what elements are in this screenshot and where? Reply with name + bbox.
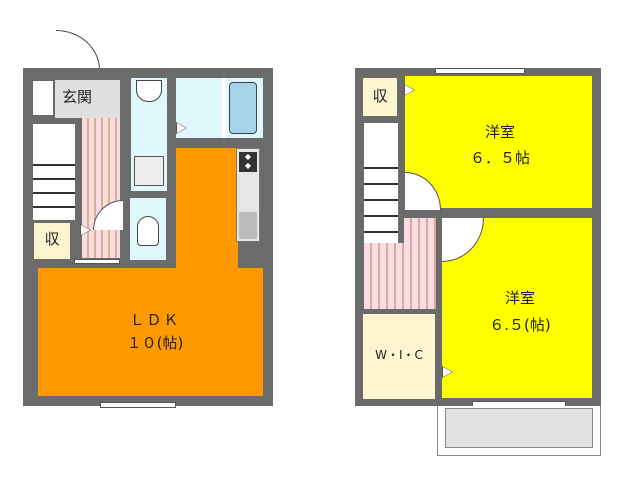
- room-ldk-upper: [176, 148, 238, 270]
- window-upper-room: [435, 68, 525, 74]
- washing-machine-icon: [134, 156, 164, 186]
- bathroom-divider: [222, 78, 226, 138]
- room-upper-size-label: ６．５帖: [469, 149, 530, 167]
- room-upper-label: 洋室: [484, 123, 515, 141]
- hallway-2f-upper: [404, 218, 436, 248]
- door-marker: [80, 224, 91, 236]
- floor-plan-1f: ＬＤＫ １０(帖) ◆◆ 玄関 収: [0, 0, 300, 480]
- storage-1f: [34, 223, 70, 259]
- bathtub-icon: [229, 82, 257, 134]
- entrance-label: 玄関: [61, 88, 92, 106]
- ldk-label: ＬＤＫ: [129, 311, 181, 329]
- storage-1f-label: 収: [44, 230, 60, 248]
- entrance-door: [56, 30, 100, 70]
- hallway-2f: [364, 243, 436, 309]
- stove-icon: ◆◆: [239, 152, 257, 172]
- storage-2f: [363, 78, 397, 116]
- door-marker: [176, 122, 187, 134]
- door-marker: [404, 84, 415, 96]
- wash-basin-icon: [136, 80, 162, 102]
- sink-icon: [239, 212, 257, 239]
- staircase-1f: [33, 124, 75, 220]
- shoe-closet: [32, 80, 54, 116]
- floor-plan-2f: 洋室 ６．５帖 洋室 ６.５(帖) 収 W・I・C: [320, 0, 624, 480]
- hallway: [82, 118, 120, 258]
- wic-label: W・I・C: [375, 348, 423, 362]
- door-marker: [442, 366, 453, 378]
- storage-2f-label: 収: [372, 87, 388, 105]
- staircase-2f: [364, 123, 398, 243]
- balcony-floor: [445, 408, 593, 448]
- room-western-upper: [405, 76, 592, 208]
- window-ldk: [100, 402, 176, 408]
- walk-in-closet: [363, 314, 435, 399]
- ldk-size-label: １０(帖): [126, 334, 184, 352]
- entrance-area: [55, 80, 120, 118]
- toilet-icon: [137, 216, 159, 246]
- window-hall: [74, 259, 120, 264]
- room-ldk: [38, 268, 263, 396]
- room-lower-label: 洋室: [504, 289, 535, 307]
- room-lower-size-label: ６.５(帖): [489, 316, 551, 334]
